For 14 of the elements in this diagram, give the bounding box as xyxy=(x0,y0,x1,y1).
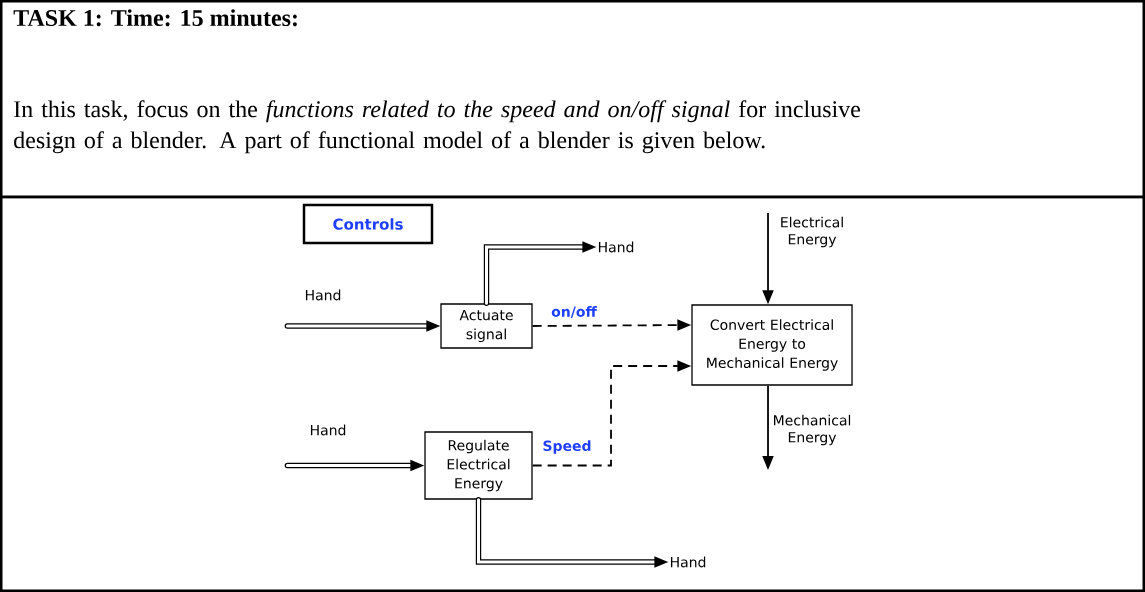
heading: TASK 1: Time: 15 minutes: xyxy=(13,9,297,27)
flow-label: Hand xyxy=(598,241,634,253)
flow-label: Speed xyxy=(543,440,591,454)
flow-label: Electrical Energy xyxy=(781,216,843,248)
section-title-box: Controls xyxy=(302,203,434,245)
function-box: Regulate Electrical Energy xyxy=(424,431,533,500)
flow-label: Hand xyxy=(670,556,706,568)
paragraph: In this task, focus on the functions related to the speed and on/off signal for inclusive design of a blender. A part of functional model of a blender is given below. xyxy=(14,100,860,154)
function-box: Actuate signal xyxy=(440,303,533,349)
flow-label: Mechanical Energy xyxy=(774,414,851,446)
flow-label: Hand xyxy=(305,289,341,301)
function-box: Convert Electrical Energy to Mechanical Energy xyxy=(691,304,853,386)
flow-label: Hand xyxy=(310,424,346,436)
flow-label: on/off xyxy=(551,306,597,318)
